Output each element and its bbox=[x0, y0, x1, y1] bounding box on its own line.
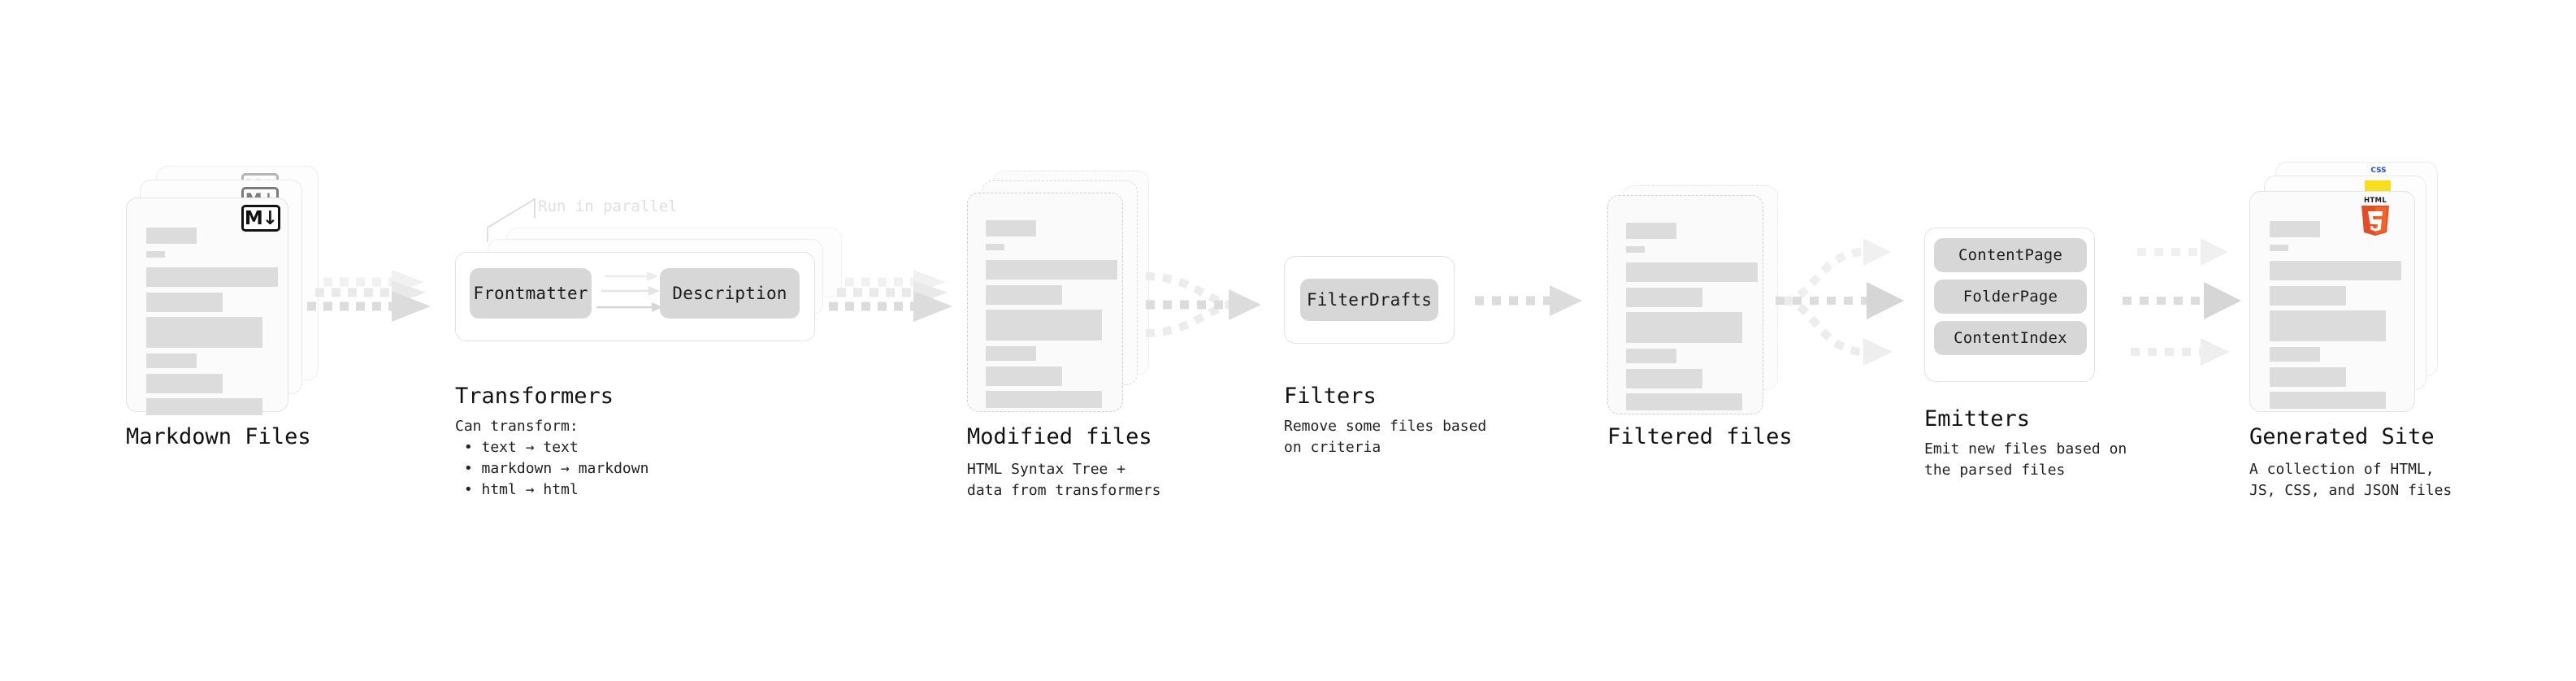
transformer-chip-frontmatter[interactable]: Frontmatter bbox=[470, 268, 592, 319]
doc-bar bbox=[146, 251, 165, 258]
doc-bar bbox=[1626, 262, 1758, 282]
doc-bar bbox=[1626, 288, 1702, 307]
doc-bar bbox=[1626, 393, 1742, 410]
connector-emitters-to-site bbox=[2123, 238, 2241, 366]
doc-bar bbox=[1626, 349, 1676, 363]
run-in-parallel-bracket bbox=[487, 198, 536, 242]
transformer-chip-description[interactable]: Description bbox=[660, 268, 800, 319]
doc-bar bbox=[986, 310, 1102, 340]
svg-text:HTML: HTML bbox=[2364, 197, 2387, 205]
markdown-files-title: Markdown Files bbox=[126, 424, 311, 449]
doc-bar bbox=[146, 293, 223, 312]
filters-title: Filters bbox=[1284, 384, 1377, 409]
emitter-chip-contentpage[interactable]: ContentPage bbox=[1934, 238, 2087, 272]
doc-bar bbox=[2270, 286, 2346, 306]
doc-bar bbox=[1626, 369, 1702, 388]
emitters-title: Emitters bbox=[1924, 406, 2031, 432]
doc-bar bbox=[146, 317, 262, 348]
doc-bar bbox=[146, 228, 197, 244]
modified-doc-front bbox=[967, 193, 1123, 412]
markdown-icon: M↓ bbox=[241, 205, 280, 232]
transformers-title: Transformers bbox=[455, 384, 614, 409]
doc-bar bbox=[1626, 312, 1742, 343]
doc-bar bbox=[2270, 347, 2320, 362]
doc-bar bbox=[986, 260, 1117, 280]
filtered-files-title: Filtered files bbox=[1607, 424, 1793, 449]
modified-files-subtitle: HTML Syntax Tree + data from transformer… bbox=[967, 461, 1161, 499]
emitters-subtitle: Emit new files based on the parsed files bbox=[1924, 440, 2127, 479]
run-in-parallel-label: Run in parallel bbox=[538, 197, 678, 215]
markdown-doc-front bbox=[126, 197, 288, 415]
doc-bar bbox=[146, 267, 278, 287]
doc-bar bbox=[2270, 261, 2401, 280]
doc-bar bbox=[146, 374, 223, 393]
doc-bar bbox=[1626, 246, 1645, 253]
filtered-doc-front bbox=[1607, 195, 1763, 414]
doc-bar bbox=[2270, 245, 2288, 251]
site-doc-front bbox=[2249, 191, 2415, 412]
doc-bar bbox=[986, 220, 1036, 236]
connector-modified-to-filters bbox=[1145, 272, 1261, 337]
doc-bar bbox=[2270, 392, 2386, 409]
doc-bar bbox=[146, 354, 197, 368]
frontmatter-to-description-arrows bbox=[596, 271, 663, 312]
doc-bar bbox=[2270, 221, 2320, 237]
doc-bar bbox=[986, 391, 1102, 408]
doc-bar bbox=[2270, 310, 2386, 341]
emitter-chip-folderpage[interactable]: FolderPage bbox=[1934, 280, 2087, 314]
connector-transformers-to-modified bbox=[829, 270, 952, 322]
css-badge-icon: CSS bbox=[2366, 167, 2391, 175]
doc-bar bbox=[146, 398, 262, 415]
html5-shield-icon: HTML bbox=[2361, 197, 2389, 236]
emitter-chip-contentindex[interactable]: ContentIndex bbox=[1934, 321, 2087, 355]
doc-bar bbox=[1626, 223, 1676, 239]
filters-subtitle: Remove some files based on criteria bbox=[1284, 418, 1487, 456]
connector-filters-to-filtered bbox=[1475, 285, 1582, 316]
transformers-subtitle: Can transform: • text → text • markdown … bbox=[455, 418, 649, 498]
doc-bar bbox=[986, 367, 1062, 386]
connector-md-to-transformers bbox=[307, 270, 431, 322]
generated-site-subtitle: A collection of HTML, JS, CSS, and JSON … bbox=[2249, 461, 2452, 499]
doc-bar bbox=[2270, 367, 2346, 387]
modified-files-title: Modified files bbox=[967, 424, 1152, 449]
doc-bar bbox=[986, 244, 1004, 250]
css-badge-label: CSS bbox=[2370, 167, 2387, 175]
connector-filtered-to-emitters bbox=[1776, 238, 1904, 366]
doc-bar bbox=[986, 346, 1036, 361]
filter-chip-filterdrafts[interactable]: FilterDrafts bbox=[1300, 279, 1438, 321]
generated-site-title: Generated Site bbox=[2249, 424, 2435, 449]
doc-bar bbox=[986, 285, 1062, 305]
